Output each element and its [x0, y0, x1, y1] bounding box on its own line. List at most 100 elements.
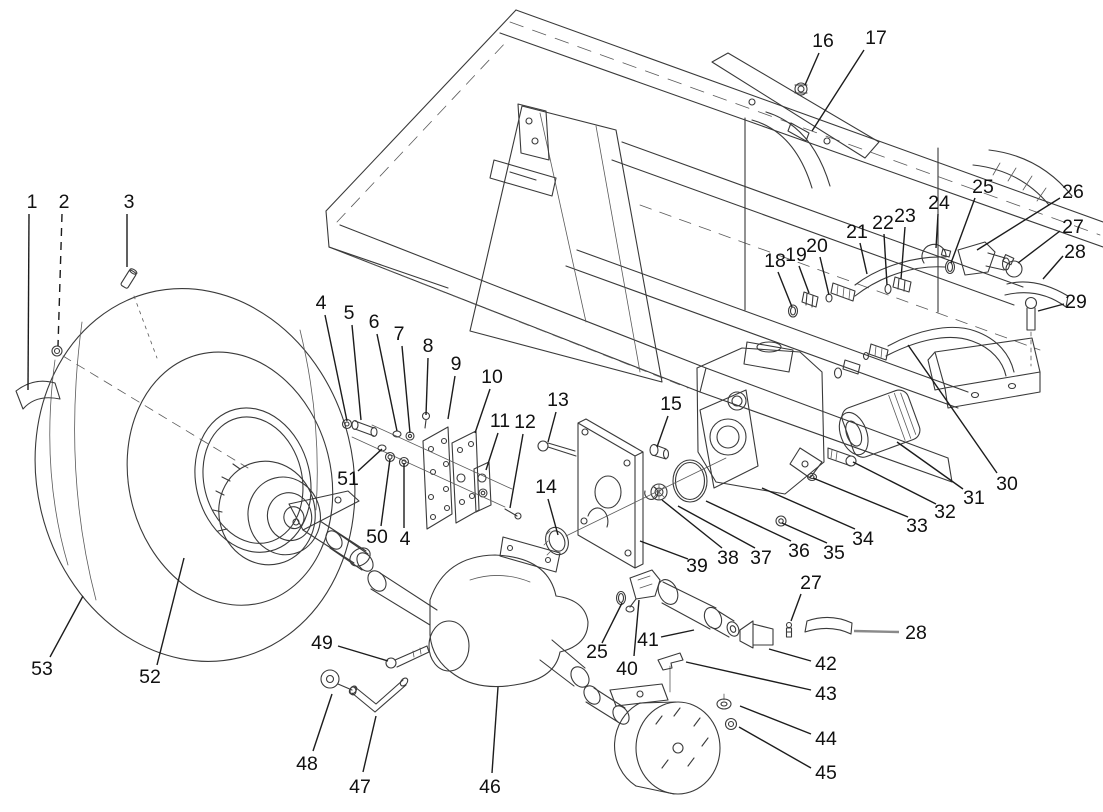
- callout-25a: 25: [950, 176, 994, 264]
- leader-line: [739, 705, 812, 735]
- leader-line: [781, 522, 828, 544]
- leader-line: [677, 505, 756, 549]
- part-number: 6: [369, 311, 380, 333]
- part-number: 51: [337, 468, 359, 490]
- leader-line: [853, 629, 900, 634]
- part-number: 2: [59, 191, 70, 213]
- leader-line: [1042, 255, 1064, 280]
- o-ring-25: [944, 259, 956, 275]
- leader-line: [376, 333, 398, 432]
- ring-14: [543, 526, 569, 556]
- leader-line: [935, 213, 939, 249]
- leader-line: [660, 629, 695, 638]
- part-number: 14: [535, 476, 557, 498]
- solenoid-valve-group: [615, 569, 853, 731]
- callout-29: 29: [1037, 291, 1087, 313]
- bolt-7: [405, 431, 415, 441]
- callout-42: 42: [768, 648, 837, 675]
- callout-27b: 27: [790, 572, 822, 622]
- callout-35: 35: [781, 522, 845, 564]
- callout-44: 44: [739, 705, 837, 750]
- leader-line: [547, 411, 557, 443]
- part-number: 37: [750, 547, 772, 569]
- mounting-plate-group: [537, 418, 727, 569]
- o-ring-18: [787, 304, 799, 318]
- leader-line: [447, 375, 456, 420]
- part-number: 40: [616, 658, 638, 680]
- part-number: 19: [785, 244, 807, 266]
- callout-33: 33: [812, 477, 928, 537]
- callout-8: 8: [423, 335, 433, 416]
- part-number: 9: [451, 353, 462, 375]
- part-number: 21: [846, 221, 868, 243]
- bolt-29: [1024, 296, 1038, 367]
- part-number: 5: [344, 302, 355, 324]
- part-number: 39: [686, 555, 708, 577]
- callout-52: 52: [139, 557, 185, 688]
- callout-2: 2: [57, 191, 70, 347]
- part-number: 24: [928, 192, 950, 214]
- part-number: 41: [637, 629, 659, 651]
- callout-40: 40: [616, 599, 640, 680]
- part-number: 29: [1065, 291, 1087, 313]
- callout-21: 21: [846, 221, 868, 275]
- part-number: 34: [852, 528, 874, 550]
- part-number: 23: [894, 205, 916, 227]
- elbow-fitting-40: [625, 569, 661, 613]
- callout-7: 7: [394, 323, 411, 434]
- ring-lower: [862, 351, 870, 361]
- leader-line: [811, 49, 865, 132]
- chassis-frame: [325, 9, 1103, 483]
- leader-line: [27, 213, 30, 391]
- callout-24: 24: [928, 192, 950, 249]
- fitting-19: [801, 291, 819, 308]
- part-number: 35: [823, 542, 845, 564]
- washer-33: [806, 472, 818, 482]
- callout-25b: 25: [586, 602, 623, 663]
- leader-line: [474, 388, 491, 434]
- bolt-13: [537, 440, 577, 457]
- tire: [15, 268, 356, 662]
- part-number: 4: [316, 292, 327, 314]
- callout-34: 34: [761, 487, 874, 550]
- part-number: 43: [815, 683, 837, 705]
- fitting-42: [739, 620, 774, 649]
- part-number: 13: [547, 389, 569, 411]
- callout-23: 23: [894, 205, 916, 280]
- leader-line: [976, 197, 1061, 251]
- leader-line: [685, 661, 812, 691]
- nut-45: [724, 717, 738, 731]
- part-number: 52: [139, 666, 161, 688]
- callout-47: 47: [349, 715, 377, 798]
- bearing-38: [650, 483, 668, 501]
- axle-housing: [320, 530, 630, 725]
- plug-15: [649, 443, 670, 460]
- part-number: 3: [124, 191, 135, 213]
- o-ring-25b: [615, 590, 627, 606]
- brake-plate-group: [341, 411, 522, 530]
- leader-line: [362, 715, 377, 773]
- leader-line: [768, 648, 812, 662]
- leader-line: [896, 441, 964, 490]
- leader-line: [883, 233, 888, 286]
- callout-53: 53: [31, 595, 84, 680]
- snap-ring-37: [644, 486, 659, 500]
- callout-20: 20: [806, 235, 830, 296]
- callout-9: 9: [447, 353, 462, 420]
- grease-fitting-27b: [785, 621, 793, 638]
- callout-48: 48: [296, 693, 333, 775]
- leader-line: [950, 197, 976, 264]
- leader-line: [1037, 303, 1065, 312]
- callout-45: 45: [738, 726, 837, 784]
- callout-17: 17: [811, 27, 887, 132]
- part-number: 27: [1062, 216, 1084, 238]
- callout-15: 15: [656, 393, 682, 448]
- part-number: 26: [1062, 181, 1084, 203]
- leader-line: [790, 593, 802, 622]
- leader-line: [601, 602, 623, 644]
- part-number: 11: [490, 410, 510, 432]
- leader-line: [859, 242, 868, 275]
- leader-line: [1017, 230, 1061, 264]
